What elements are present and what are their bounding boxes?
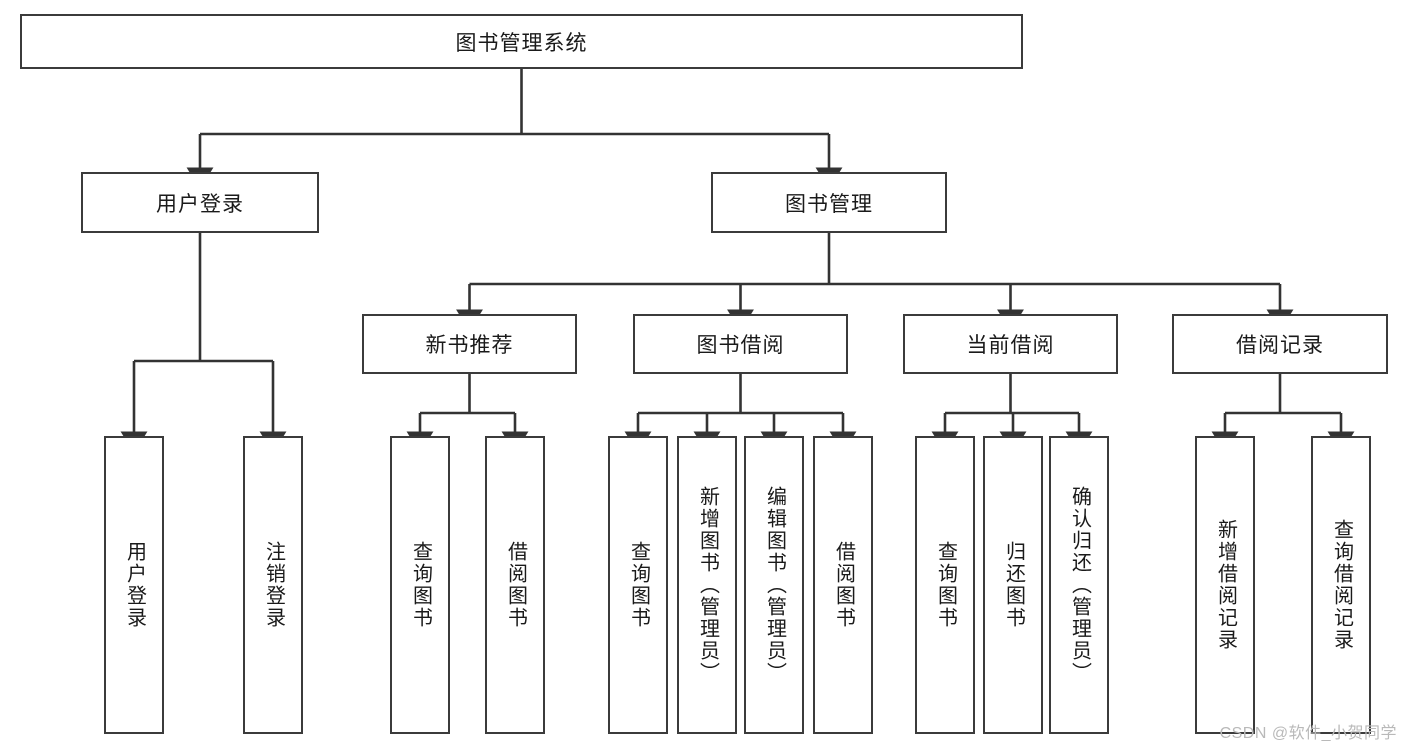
node-label: 图书管理 [785, 192, 873, 216]
node-label: 借阅记录 [1236, 334, 1324, 357]
node-l1-book: 图书管理 [711, 172, 947, 233]
node-label: 新书推荐 [425, 334, 514, 357]
node-l3-c2: 新增图书（管理员） [677, 436, 737, 734]
node-label: 用户登录 [156, 192, 244, 216]
node-label: 归还图书 [1002, 541, 1025, 629]
node-l2-record: 借阅记录 [1172, 314, 1388, 374]
node-l3-b1: 查询图书 [390, 436, 450, 734]
node-label: 图书管理系统 [455, 31, 588, 55]
node-l3-b2: 借阅图书 [485, 436, 545, 734]
node-label: 编辑图书（管理员） [763, 486, 786, 684]
node-label: 查询图书 [409, 541, 432, 629]
node-l3-c1: 查询图书 [608, 436, 668, 734]
node-label: 借阅图书 [504, 541, 527, 629]
node-label: 当前借阅 [966, 334, 1055, 357]
node-l3-d3: 确认归还（管理员） [1049, 436, 1109, 734]
node-root: 图书管理系统 [20, 14, 1023, 69]
node-label: 查询图书 [934, 541, 957, 629]
node-label: 注销登录 [262, 541, 285, 629]
csdn-watermark: CSDN @软件_小贺同学 [1219, 725, 1397, 742]
node-label: 借阅图书 [832, 541, 855, 629]
node-l2-new: 新书推荐 [362, 314, 577, 374]
node-l3-e2: 查询借阅记录 [1311, 436, 1371, 734]
node-l3-d2: 归还图书 [983, 436, 1043, 734]
node-label: 用户登录 [123, 541, 146, 629]
node-l3-c4: 借阅图书 [813, 436, 873, 734]
node-label: 新增借阅记录 [1214, 519, 1237, 651]
node-l3-c3: 编辑图书（管理员） [744, 436, 804, 734]
node-l2-current: 当前借阅 [903, 314, 1118, 374]
node-l3-d1: 查询图书 [915, 436, 975, 734]
node-l3-a1: 用户登录 [104, 436, 164, 734]
node-label: 查询借阅记录 [1330, 519, 1353, 651]
node-label: 查询图书 [627, 541, 650, 629]
node-l2-borrow: 图书借阅 [633, 314, 848, 374]
node-l3-a2: 注销登录 [243, 436, 303, 734]
node-label: 确认归还（管理员） [1068, 486, 1091, 684]
node-l3-e1: 新增借阅记录 [1195, 436, 1255, 734]
node-label: 图书借阅 [696, 334, 785, 357]
node-l1-user: 用户登录 [81, 172, 319, 233]
node-label: 新增图书（管理员） [696, 486, 719, 684]
